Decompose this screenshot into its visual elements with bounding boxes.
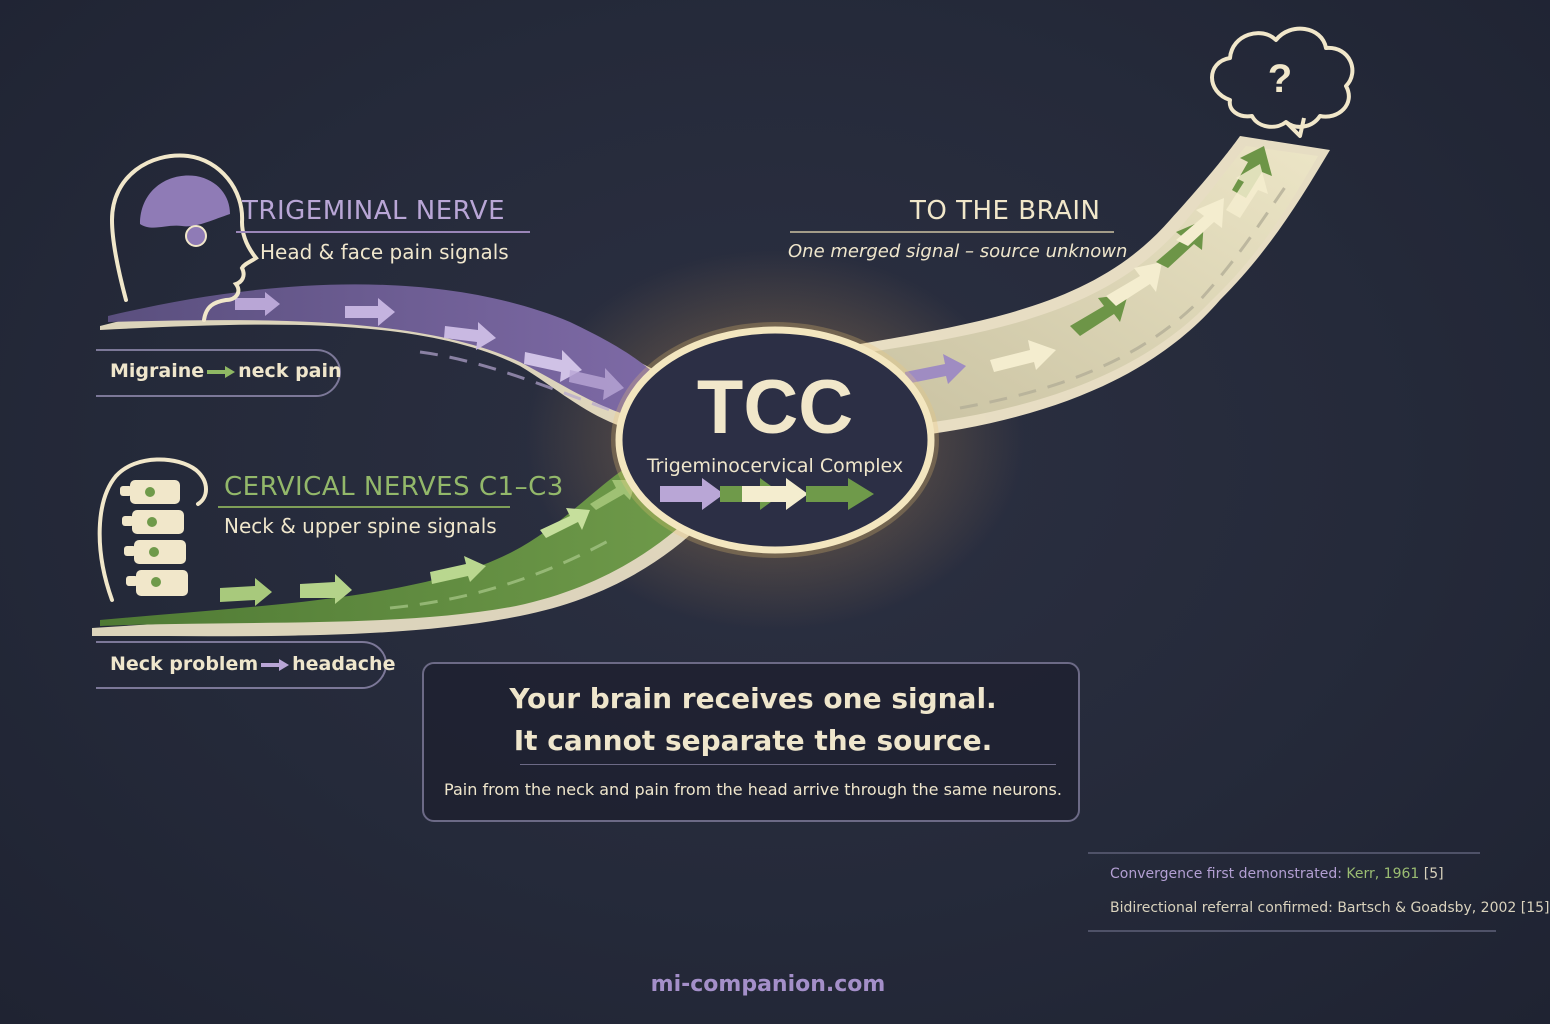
reference-1-value: Kerr, 1961 bbox=[1346, 866, 1420, 882]
tcc-abbr: TCC bbox=[696, 365, 854, 450]
brain-question-icon: ? bbox=[1210, 26, 1355, 138]
reference-1-cite: [5] bbox=[1423, 866, 1444, 882]
footer-link[interactable]: mi-companion.com bbox=[650, 972, 886, 997]
references-top-rule bbox=[1088, 852, 1480, 854]
cervical-pathway bbox=[92, 448, 706, 637]
brain-subtitle: One merged signal – source unknown bbox=[788, 241, 1128, 262]
trigeminal-title: TRIGEMINAL NERVE bbox=[242, 196, 506, 226]
brain-title-rule bbox=[790, 231, 1114, 233]
cervical-title-rule bbox=[218, 506, 510, 508]
reference-2: Bidirectional referral confirmed: Bartsc… bbox=[1110, 900, 1550, 916]
reference-1-label: Convergence first demonstrated: bbox=[1110, 866, 1342, 882]
reference-1: Convergence first demonstrated: Kerr, 19… bbox=[1110, 866, 1444, 882]
reference-2-value: Bartsch & Goadsby, 2002 bbox=[1337, 900, 1517, 916]
cervical-title: CERVICAL NERVES C1–C3 bbox=[224, 472, 564, 502]
brain-question-mark: ? bbox=[1268, 57, 1292, 101]
merged-pathway bbox=[860, 136, 1330, 438]
migraine-pill-left: Migraine bbox=[110, 360, 205, 382]
migraine-pill-right: neck pain bbox=[238, 360, 342, 382]
tcc-node bbox=[611, 322, 939, 558]
message-divider bbox=[520, 764, 1056, 765]
spine-icon bbox=[97, 457, 208, 602]
reference-2-label: Bidirectional referral confirmed: bbox=[1110, 900, 1333, 916]
message-box: Your brain receives one signal. It canno… bbox=[422, 662, 1080, 822]
brain-title: TO THE BRAIN bbox=[910, 196, 1101, 226]
trigeminal-title-rule bbox=[236, 231, 530, 233]
message-line-1: Your brain receives one signal. bbox=[509, 682, 997, 715]
head-profile-icon bbox=[109, 153, 259, 322]
references-bottom-rule bbox=[1088, 930, 1496, 932]
message-line-2: It cannot separate the source. bbox=[513, 724, 993, 757]
migraine-pill: Migraine neck pain bbox=[110, 360, 342, 382]
trigeminal-pathway bbox=[100, 284, 662, 432]
neck-pill-right: headache bbox=[292, 653, 396, 675]
message-detail: Pain from the neck and pain from the hea… bbox=[444, 780, 1062, 799]
neck-pill: Neck problem headache bbox=[110, 653, 395, 675]
neck-arrow-icon bbox=[261, 658, 290, 671]
trigeminal-subtitle: Head & face pain signals bbox=[260, 240, 509, 264]
neck-pill-left: Neck problem bbox=[110, 653, 259, 675]
neck-pill-outline bbox=[96, 641, 388, 689]
migraine-pill-outline bbox=[96, 349, 342, 397]
migraine-arrow-icon bbox=[207, 365, 236, 378]
tcc-full-name: Trigeminocervical Complex bbox=[646, 455, 904, 477]
reference-2-cite: [15] bbox=[1520, 900, 1550, 916]
cervical-subtitle: Neck & upper spine signals bbox=[224, 514, 497, 538]
